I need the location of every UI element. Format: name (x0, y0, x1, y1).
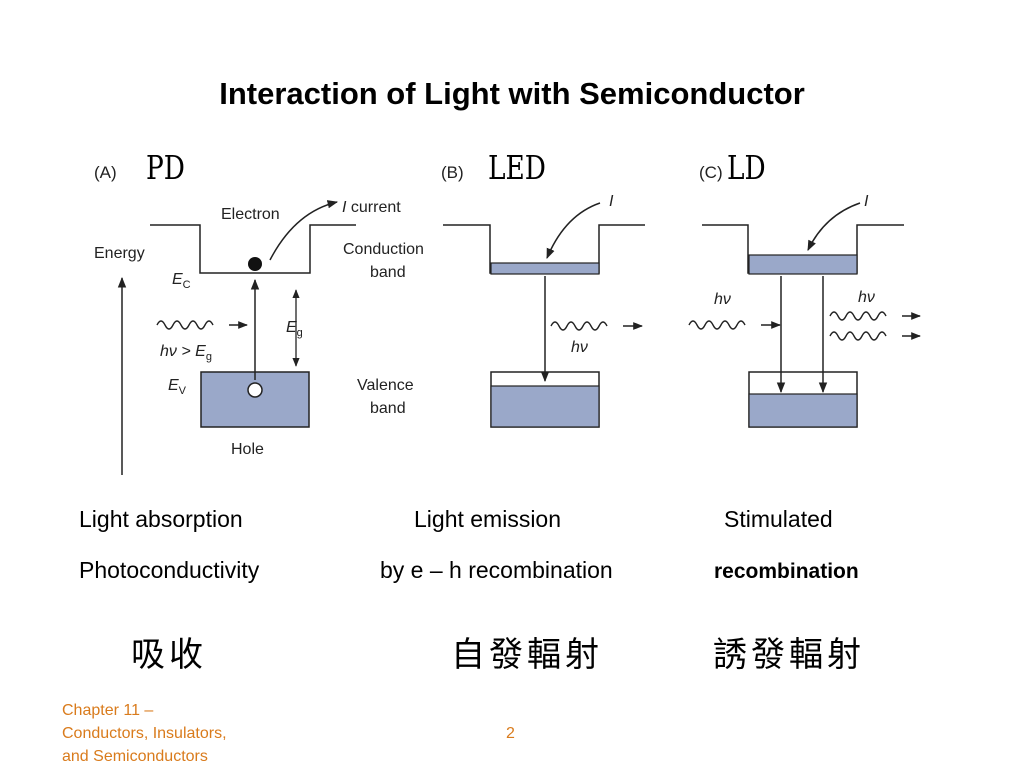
emitted-photon-wave-c1 (829, 311, 887, 321)
chinese-label-a: 吸收 (131, 635, 207, 675)
page-number: 2 (506, 725, 515, 742)
chinese-label-c: 誘發輻射 (713, 635, 865, 675)
electron-label: Electron (221, 206, 280, 223)
chinese-label-b: 自發輻射 (451, 635, 603, 675)
hv-inequality-label: hν > Eg (160, 343, 212, 363)
hole-label: Hole (231, 441, 264, 458)
hv-label-c-in: hν (714, 291, 731, 308)
panel-c-name: LD (727, 148, 766, 187)
electron-dot (248, 257, 262, 271)
panel-b-valence-band (490, 385, 600, 428)
panel-c-letter: (C) (699, 163, 723, 182)
footer-chapter: Chapter 11 – Conductors, Insulators, and… (62, 699, 227, 768)
hv-label-b: hν (571, 339, 588, 356)
valence-band-label-2: band (370, 400, 406, 417)
panel-a-letter: (A) (94, 163, 117, 182)
panel-b-name-text: LED (488, 148, 546, 187)
energy-label: Energy (94, 245, 145, 262)
conduction-band-label-1: Conduction (343, 241, 424, 258)
emitted-photon-wave-b (550, 321, 608, 331)
caption-b-line2: by e – h recombination (380, 557, 613, 583)
panel-a-diagram: Energy Electron I current EC Eg hν > Eg … (94, 199, 401, 475)
current-arrow-a (269, 200, 339, 261)
panel-b-diagram: I hν (443, 193, 645, 428)
panel-b-conduction-electrons (490, 262, 600, 275)
current-arrow-b (546, 202, 601, 259)
band-diagram-figure: Energy Electron I current EC Eg hν > Eg … (94, 193, 921, 475)
caption-c-line2: recombination (714, 560, 859, 583)
incident-photon-wave-c (688, 320, 746, 330)
emitted-photon-wave-c2 (829, 331, 887, 341)
caption-b-line1: Light emission (414, 506, 562, 532)
caption-a-line1: Light absorption (79, 506, 243, 532)
caption-c-line1: Stimulated (724, 506, 833, 532)
footer-chapter-line3: and Semiconductors (62, 748, 208, 765)
hv-label-c-out: hν (858, 289, 875, 306)
slide-title: Interaction of Light with Semiconductor (219, 76, 805, 111)
conduction-band-label-2: band (370, 264, 406, 281)
caption-a-line2: Photoconductivity (79, 557, 260, 583)
panel-a-name: PD (146, 148, 185, 187)
footer-chapter-line1: Chapter 11 – (62, 702, 154, 719)
hole-circle (247, 382, 263, 398)
eg-label: Eg (286, 319, 303, 339)
incident-photon-wave-a (156, 320, 214, 330)
ec-label: EC (172, 271, 191, 291)
panel-c-conduction-electrons (748, 254, 858, 275)
current-label-a: I current (342, 199, 401, 216)
current-label-c: I (864, 193, 869, 210)
panel-a-conduction-band-edge (150, 224, 356, 274)
footer-chapter-line2: Conductors, Insulators, (62, 725, 227, 742)
panel-a-valence-band (200, 371, 310, 428)
current-label-b: I (609, 193, 614, 210)
current-arrow-c (807, 202, 861, 251)
ev-label: EV (168, 377, 187, 397)
valence-band-label-1: Valence (357, 377, 414, 394)
panel-c-valence-band (748, 393, 858, 428)
panel-c-diagram: I hν hν (688, 193, 921, 428)
panel-b-letter: (B) (441, 163, 464, 182)
